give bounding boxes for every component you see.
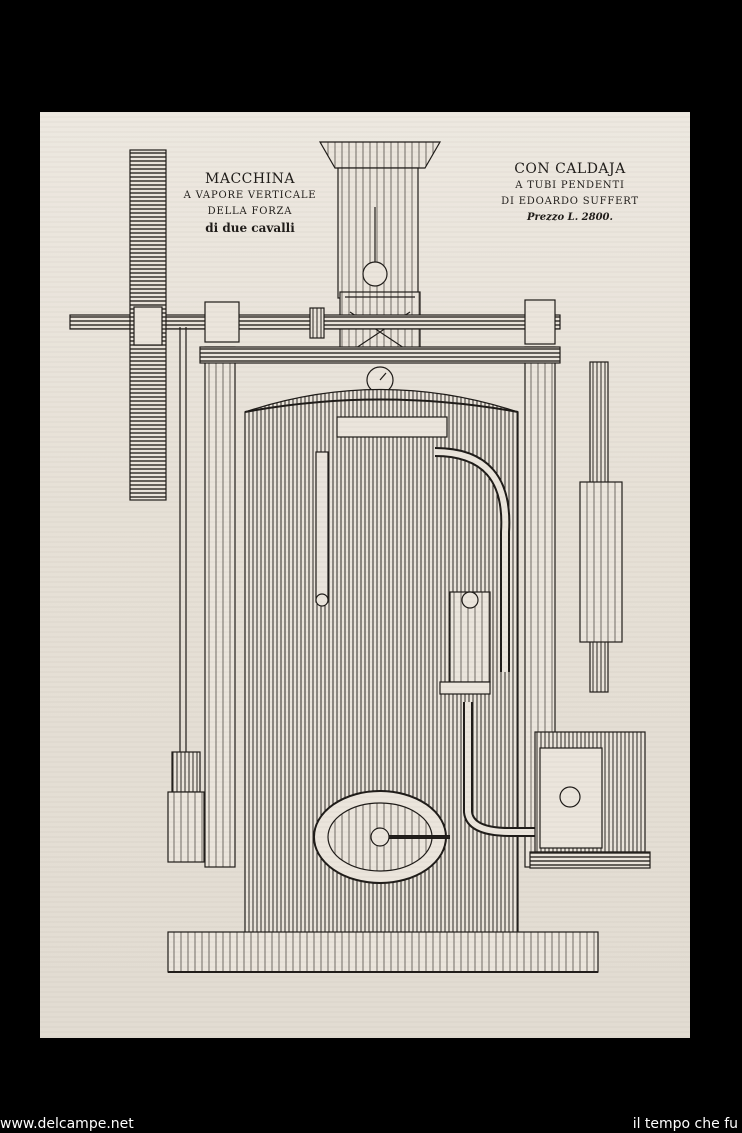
engine-base xyxy=(167,931,599,973)
title-line-2: A VAPORE VERTICALE xyxy=(183,190,317,201)
crank-shaft xyxy=(69,299,561,345)
steam-pipe xyxy=(434,447,580,837)
subtitle-line-3: DI EDOARDO SUFFERT xyxy=(501,196,639,207)
footer-site-url: www.delcampe.net xyxy=(0,1116,134,1132)
title-line-3: DELLA FORZA xyxy=(207,206,293,217)
boiler xyxy=(244,388,519,948)
water-gauge xyxy=(315,451,329,607)
fire-door xyxy=(313,790,450,884)
feed-pump-rod xyxy=(167,327,205,863)
title-caption-left: MACCHINA A VAPORE VERTICALE DELLA FORZA … xyxy=(170,170,330,236)
footer-seller-name: il tempo che fu xyxy=(632,1116,738,1132)
steam-engine-engraving xyxy=(69,141,651,973)
subtitle-line-1: CON CALDAJA xyxy=(514,161,626,177)
steam-cylinder xyxy=(529,361,651,869)
antique-print-sheet: MACCHINA A VAPORE VERTICALE DELLA FORZA … xyxy=(40,112,690,1038)
safety-valve xyxy=(439,591,491,695)
flywheel xyxy=(129,149,167,501)
price-line: Prezzo L. 2800. xyxy=(527,212,613,223)
title-caption-right: CON CALDAJA A TUBI PENDENTI DI EDOARDO S… xyxy=(470,160,670,226)
title-line-1: MACCHINA xyxy=(205,171,295,187)
subtitle-line-2: A TUBI PENDENTI xyxy=(515,180,625,191)
title-line-4: di due cavalli xyxy=(205,221,295,235)
